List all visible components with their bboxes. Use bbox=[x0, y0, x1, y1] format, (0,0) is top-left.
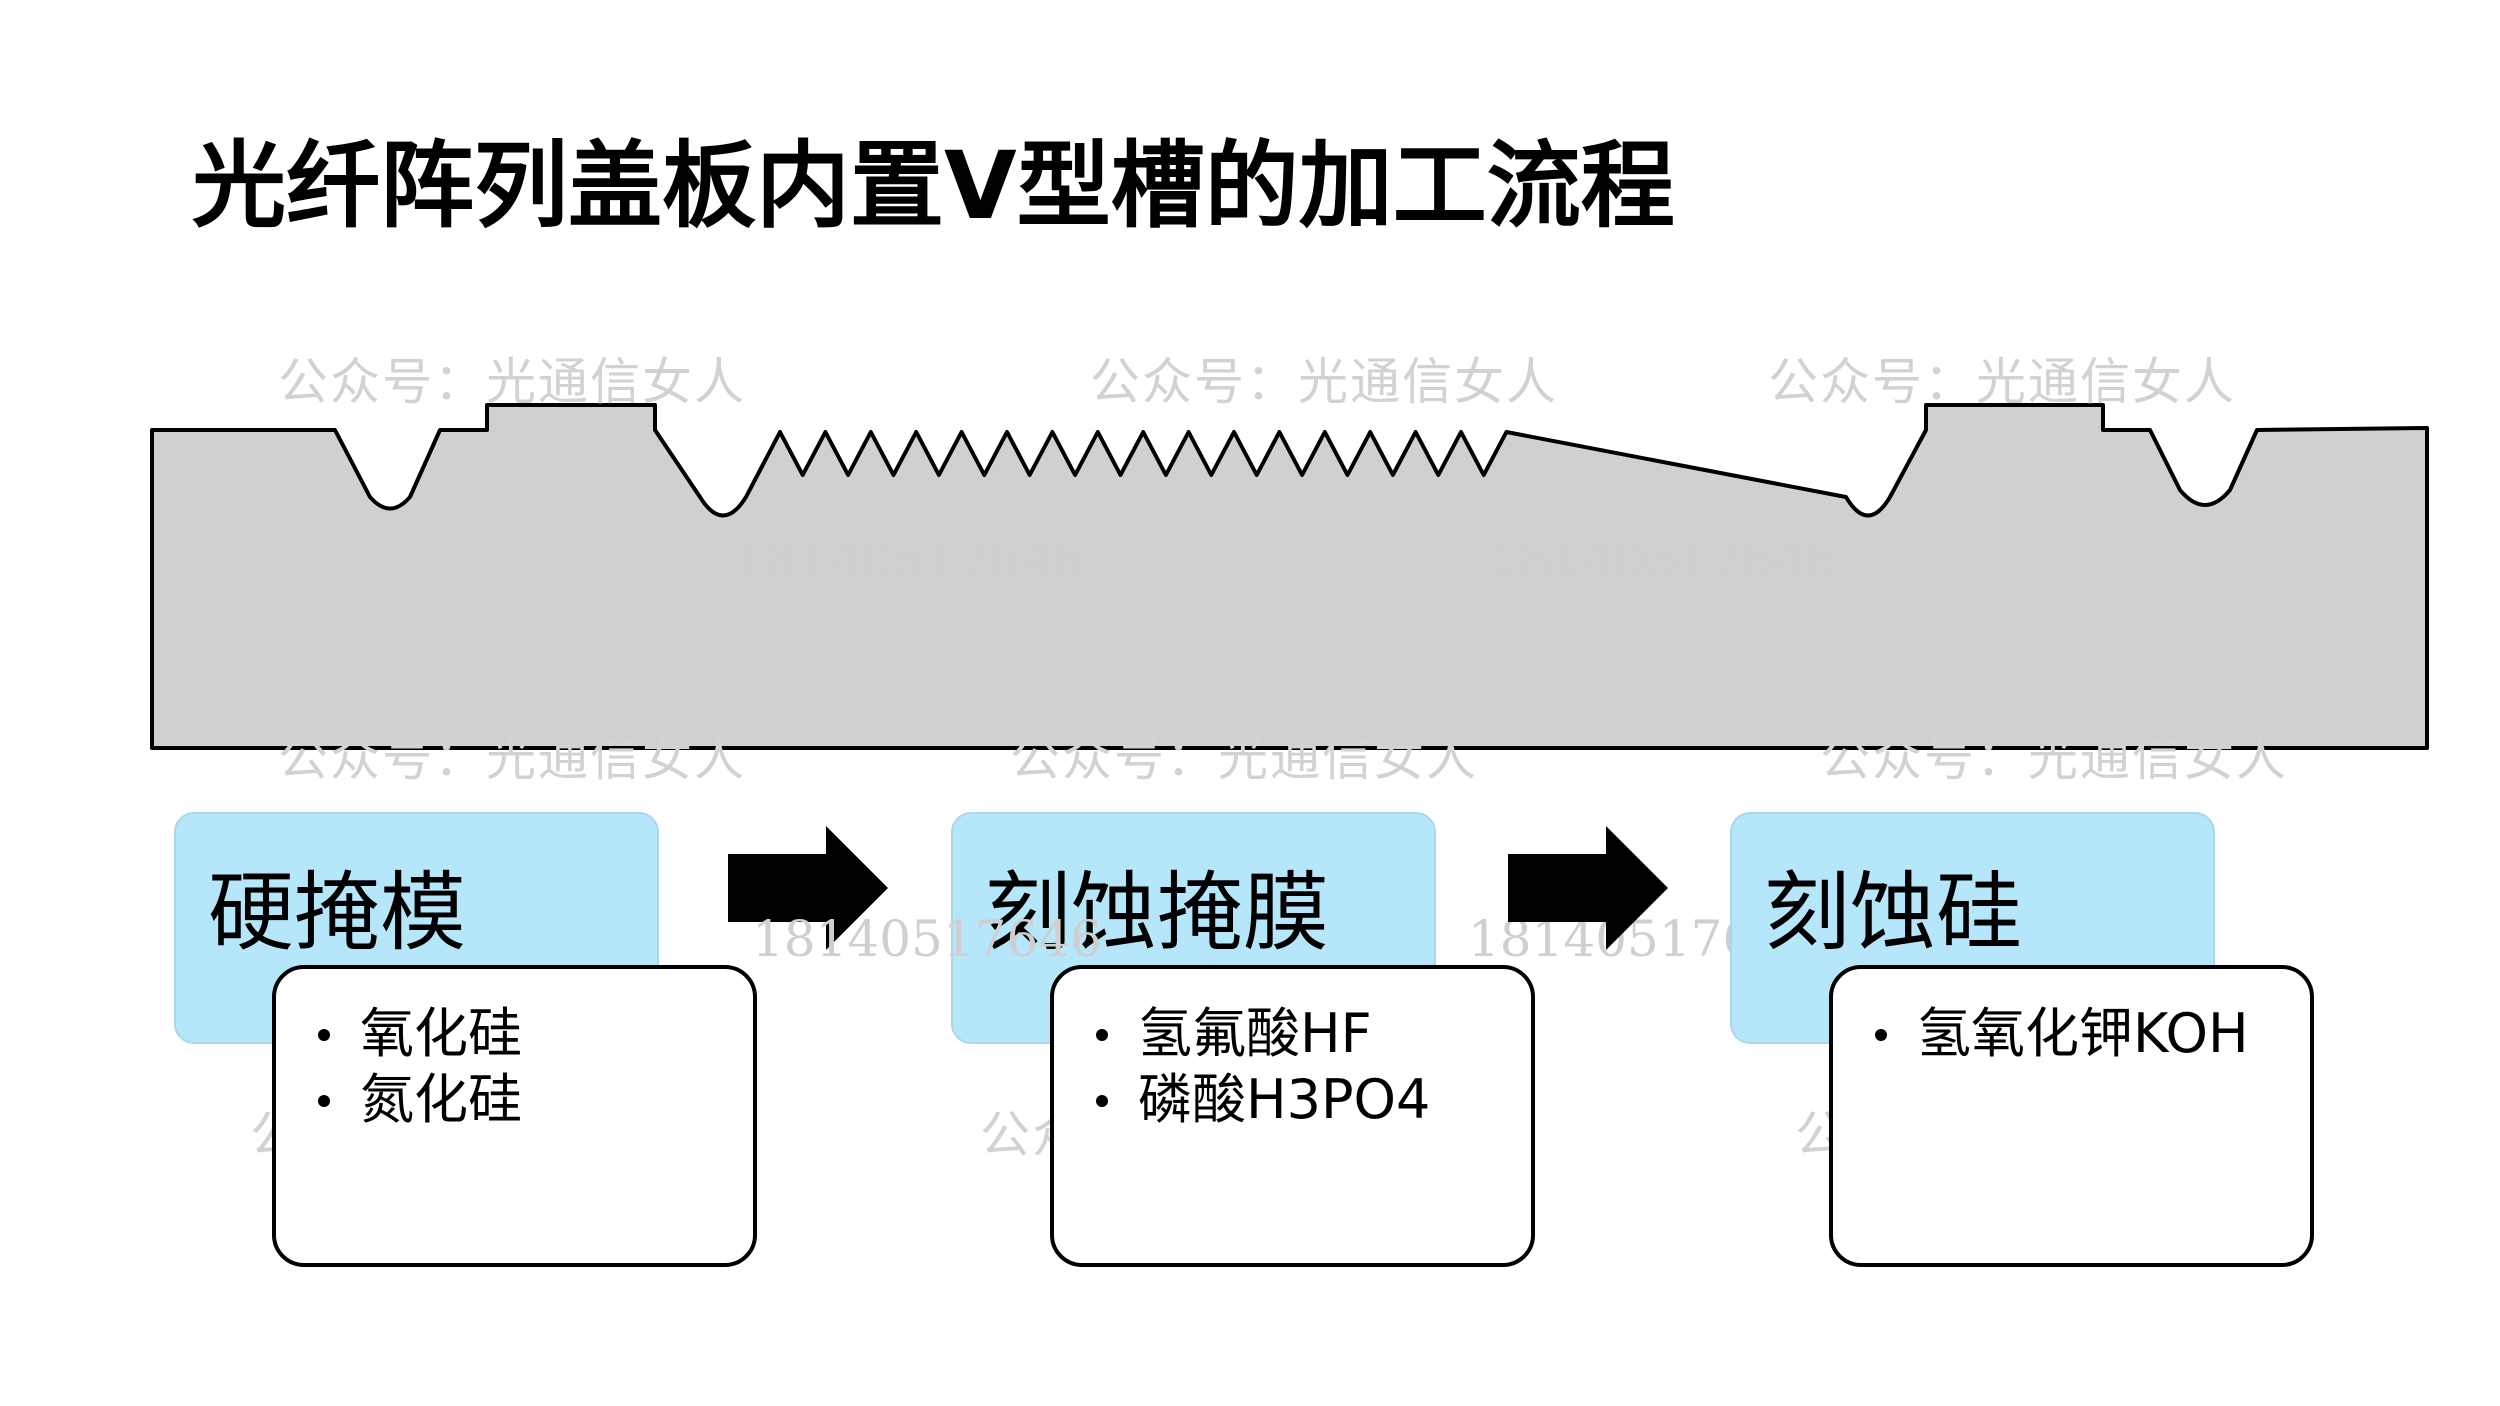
step-1-list: 氧化硅 氮化硅 bbox=[314, 1001, 522, 1133]
step-3-details: 氢氧化钾KOH bbox=[1829, 965, 2314, 1267]
watermark-phone: 18140517646 bbox=[1488, 532, 1838, 590]
step-3-list: 氢氧化钾KOH bbox=[1871, 1001, 2249, 1067]
watermark-account: 公众号：光通信女人 bbox=[1768, 353, 2236, 411]
step-1-details: 氧化硅 氮化硅 bbox=[272, 965, 757, 1267]
arrow-right-icon bbox=[1508, 826, 1668, 950]
watermark-phone: 18140517646 bbox=[735, 532, 1085, 590]
step-2-title: 刻蚀掩膜 bbox=[985, 863, 1329, 963]
watermark-account: 公众号：光通信女人 bbox=[1820, 729, 2288, 787]
step-1-item: 氧化硅 bbox=[314, 1001, 522, 1067]
step-2-list: 氢氟酸HF 磷酸H3PO4 bbox=[1092, 1001, 1430, 1133]
arrow-right-icon bbox=[728, 826, 888, 950]
watermark-account: 公众号：光通信女人 bbox=[278, 729, 746, 787]
page-title: 光纤阵列盖板内置V型槽的加工流程 bbox=[192, 132, 1675, 241]
step-3-item: 氢氧化钾KOH bbox=[1871, 1001, 2249, 1067]
watermark-account: 公众号：光通信女人 bbox=[1010, 729, 1478, 787]
step-3-title: 刻蚀硅 bbox=[1764, 863, 2022, 963]
step-2-item: 磷酸H3PO4 bbox=[1092, 1067, 1430, 1133]
watermark-account: 公众号：光通信女人 bbox=[278, 353, 746, 411]
watermark-phone: 18140517646 bbox=[752, 910, 1102, 968]
step-1-title: 硬掩模 bbox=[208, 863, 466, 963]
step-2-item: 氢氟酸HF bbox=[1092, 1001, 1430, 1067]
step-1-item: 氮化硅 bbox=[314, 1067, 522, 1133]
watermark-account: 公众号：光通信女人 bbox=[1090, 353, 1558, 411]
step-2-details: 氢氟酸HF 磷酸H3PO4 bbox=[1050, 965, 1535, 1267]
substrate-cross-section bbox=[150, 403, 2429, 750]
